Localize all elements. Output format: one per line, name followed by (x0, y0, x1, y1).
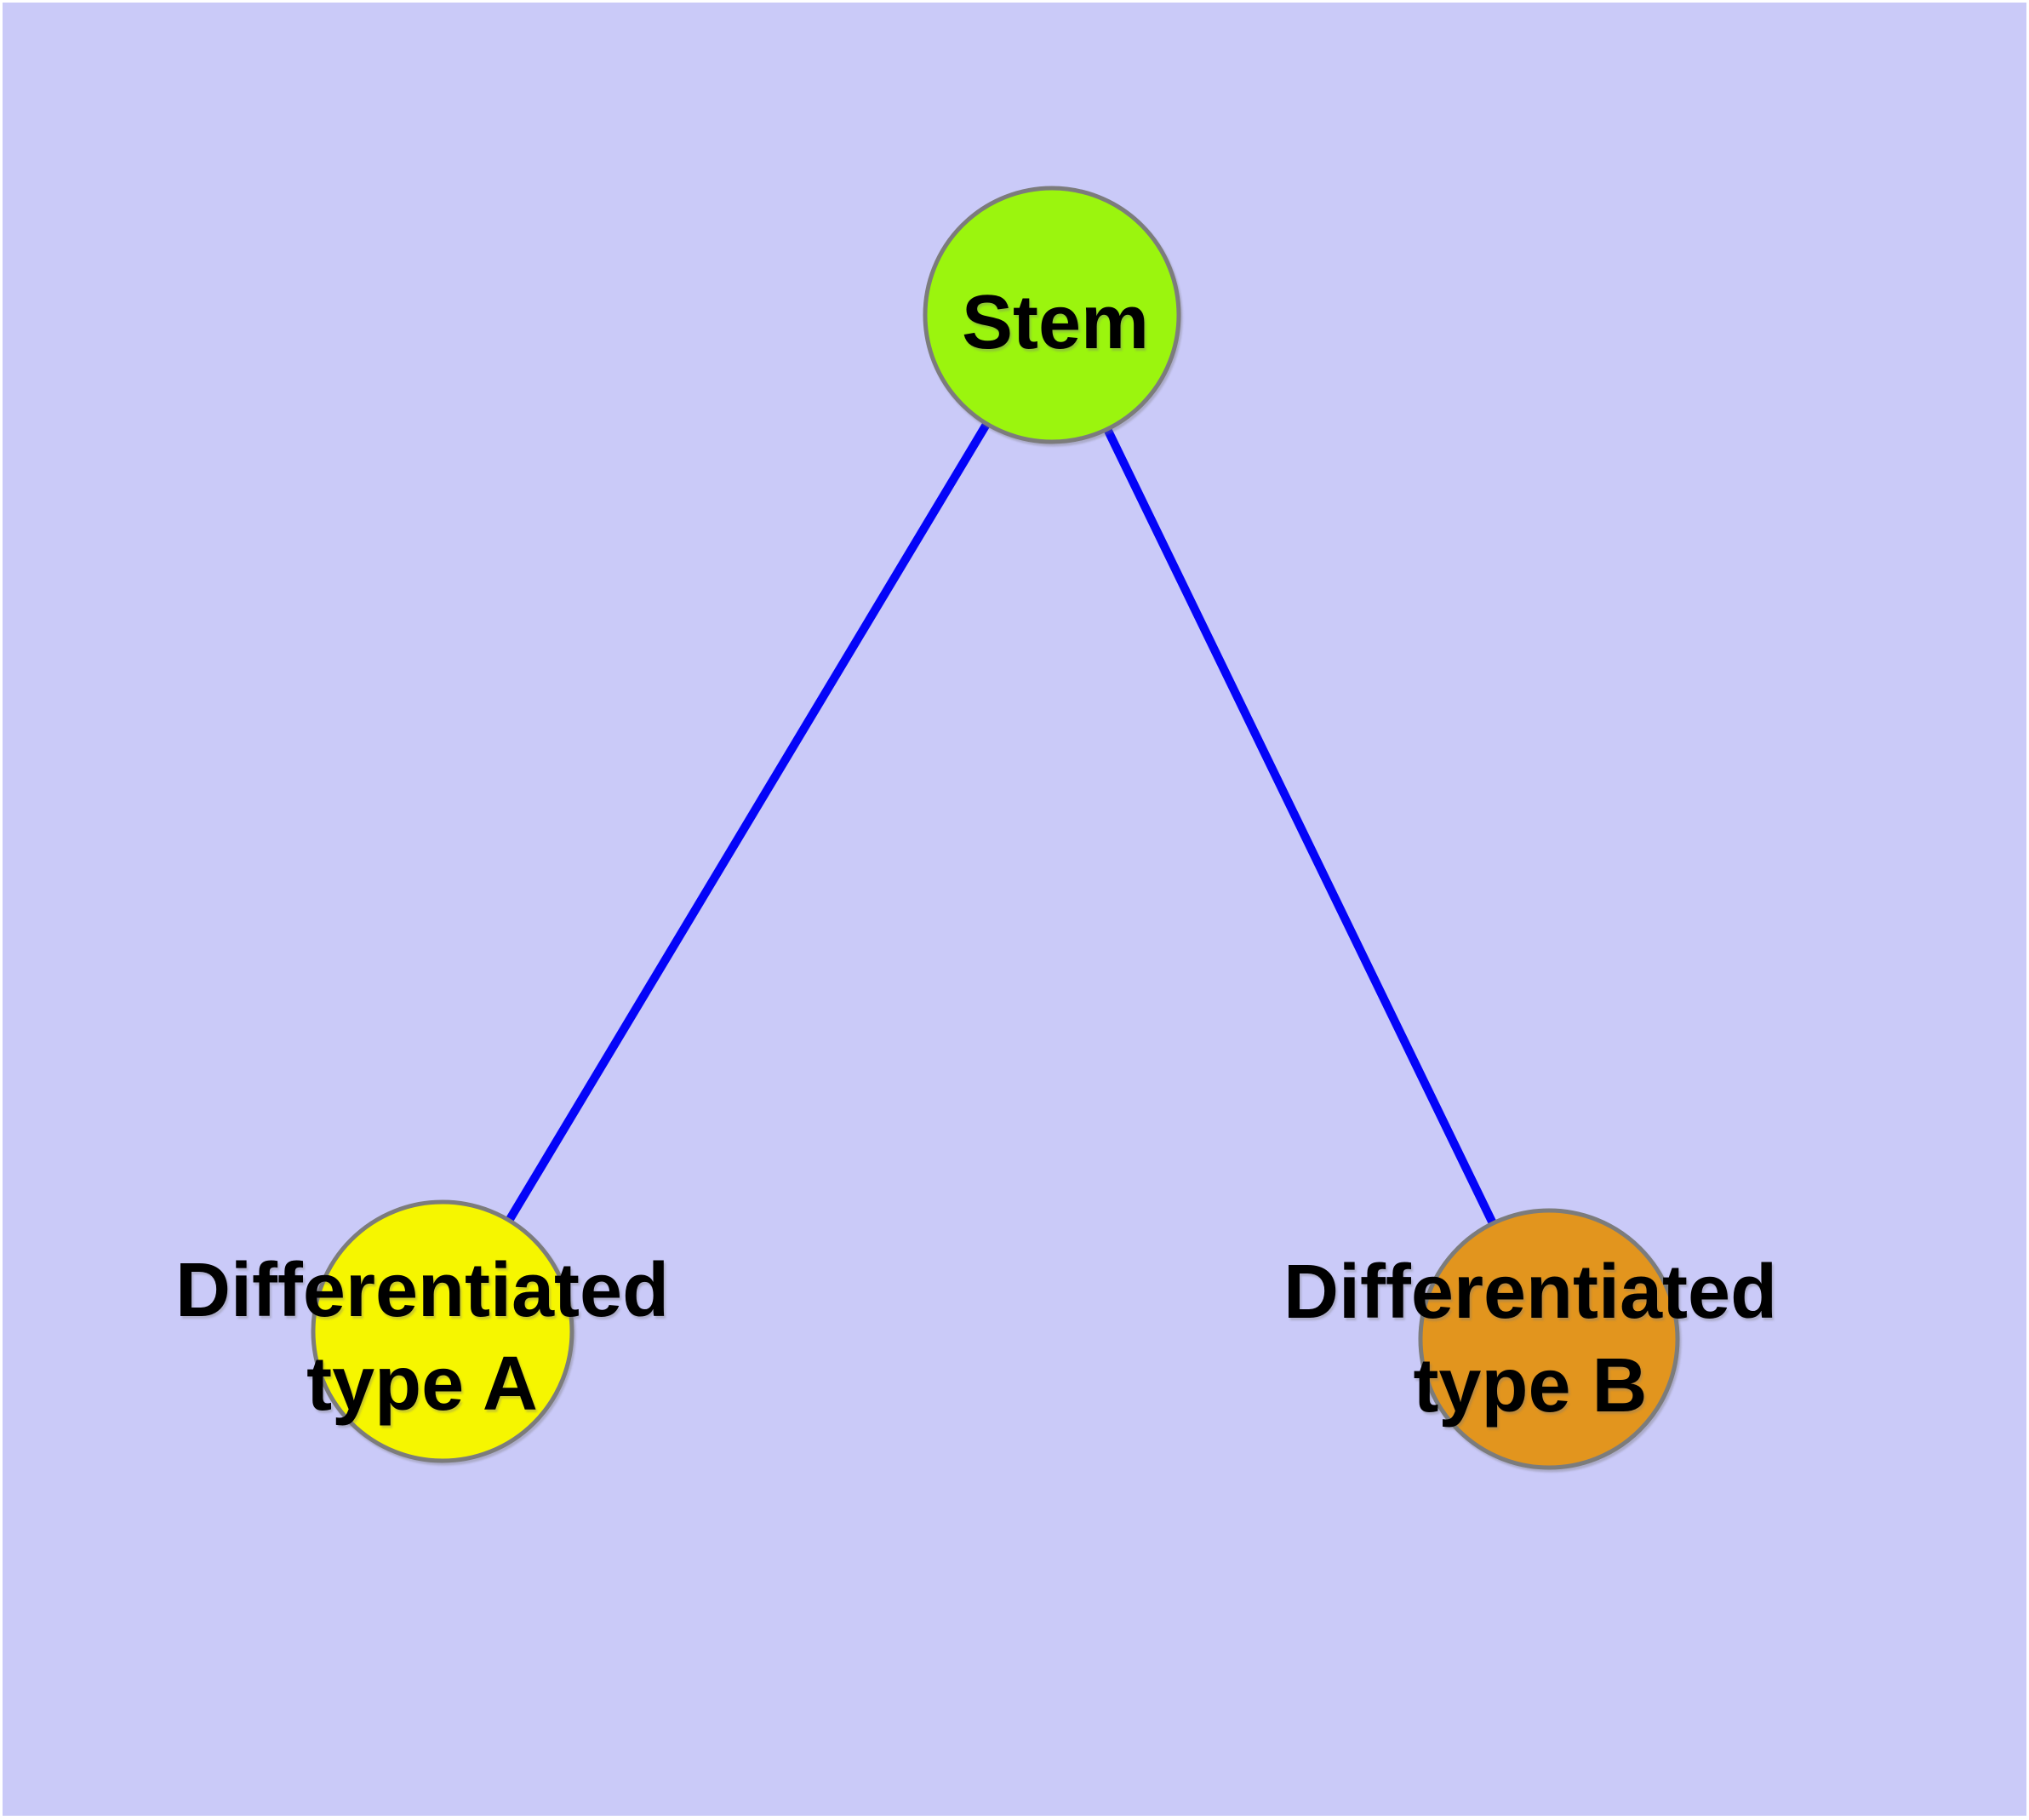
node-label-differentiated-type-a: Differentiated type A (175, 1244, 669, 1431)
edge-stem-to-type-a (438, 312, 1056, 1334)
node-label-stem: Stem (961, 280, 1150, 365)
label-line-1: Differentiated (1283, 1250, 1778, 1335)
node-stem (923, 186, 1181, 444)
label-line-2: type A (306, 1342, 538, 1427)
node-differentiated-type-b (1418, 1208, 1680, 1470)
label-line-2: type B (1413, 1343, 1648, 1428)
node-label-differentiated-type-b: Differentiated type B (1283, 1245, 1777, 1433)
node-differentiated-type-a (311, 1199, 574, 1463)
label-line-1: Differentiated (174, 1248, 670, 1333)
edge-stem-to-type-b (1048, 312, 1553, 1342)
